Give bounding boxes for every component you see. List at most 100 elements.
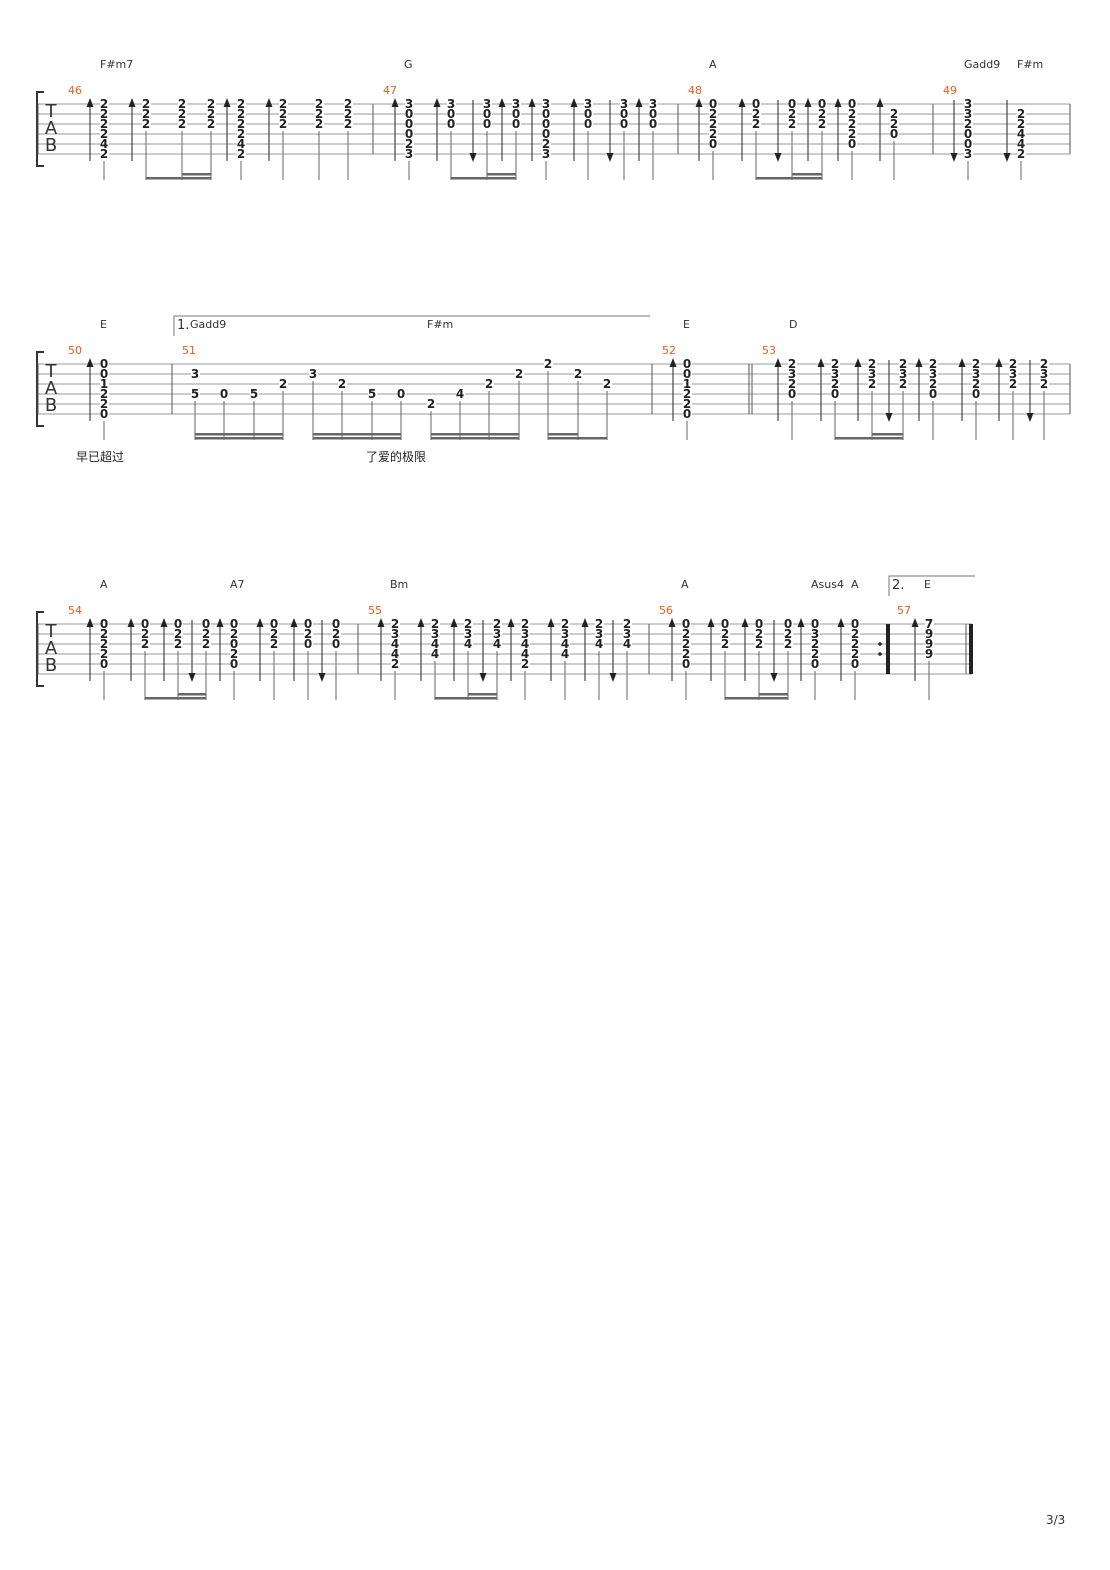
fret-number: 0 <box>752 97 760 111</box>
fret-number: 3 <box>447 97 455 111</box>
fret-number: 3 <box>811 627 819 641</box>
fret-number: 2 <box>899 357 907 371</box>
fret-bg <box>391 629 400 639</box>
fret-bg <box>100 119 109 129</box>
fret-bg <box>1017 139 1026 149</box>
lyric-text: 了爱的极限 <box>366 449 426 464</box>
fret-number: 2 <box>338 377 346 391</box>
fret-bg <box>447 109 456 119</box>
fret-bg <box>142 99 151 109</box>
fret-bg <box>831 369 840 379</box>
strum-down-arrowhead <box>950 153 958 162</box>
fret-number: 0 <box>848 97 856 111</box>
fret-number: 2 <box>100 397 108 411</box>
fret-bg <box>431 639 440 649</box>
tab-clef-letter: B <box>45 135 57 156</box>
fret-number: 2 <box>178 117 186 131</box>
beam-16th <box>872 433 903 436</box>
fret-bg <box>584 109 593 119</box>
strum-up-arrowhead <box>695 98 703 107</box>
fret-bg <box>755 639 764 649</box>
beam <box>725 697 788 700</box>
fret-bg <box>964 129 973 139</box>
fret-bg <box>752 109 761 119</box>
fret-bg <box>100 659 109 669</box>
fret-bg <box>784 619 793 629</box>
fret-bg <box>178 119 187 129</box>
fret-number: 0 <box>683 407 691 421</box>
fret-number: 2 <box>868 377 876 391</box>
fret-number: 2 <box>788 377 796 391</box>
fret-number: 3 <box>512 97 520 111</box>
fret-bg <box>100 639 109 649</box>
fret-bg <box>851 639 860 649</box>
fret-bg <box>752 119 761 129</box>
fret-bg <box>851 659 860 669</box>
fret-bg <box>230 639 239 649</box>
tab-clef-letter: A <box>45 118 58 139</box>
fret-number: 2 <box>1017 147 1025 161</box>
fret-bg <box>561 619 570 629</box>
fret-bg <box>1017 129 1026 139</box>
chord-name: A7 <box>230 578 245 591</box>
strum-up-arrowhead <box>528 98 536 107</box>
fret-number: 0 <box>405 107 413 121</box>
fret-number: 0 <box>220 387 228 401</box>
fret-bg <box>279 379 288 389</box>
fret-bg <box>929 379 938 389</box>
fret-bg <box>683 379 692 389</box>
chord-name: Bm <box>390 578 408 591</box>
fret-number: 3 <box>493 627 501 641</box>
fret-number: 0 <box>683 367 691 381</box>
fret-bg <box>237 149 246 159</box>
fret-bg <box>682 629 691 639</box>
fret-number: 1 <box>100 377 108 391</box>
fret-number: 0 <box>788 97 796 111</box>
fret-bg <box>391 639 400 649</box>
fret-bg <box>100 399 109 409</box>
fret-bg <box>1040 379 1049 389</box>
fret-number: 0 <box>649 117 657 131</box>
page-number: 3/3 <box>1046 1513 1066 1527</box>
beam-16th <box>487 173 516 176</box>
fret-bg <box>649 109 658 119</box>
fret-number: 2 <box>427 397 435 411</box>
strum-up-arrowhead <box>995 358 1003 367</box>
chord-name: Gadd9 <box>190 318 226 331</box>
fret-number: 2 <box>868 357 876 371</box>
fret-number: 2 <box>431 617 439 631</box>
strum-down-arrowhead <box>1026 413 1034 422</box>
fret-number: 2 <box>682 637 690 651</box>
fret-number: 2 <box>831 377 839 391</box>
fret-number: 2 <box>811 637 819 651</box>
fret-bg <box>788 369 797 379</box>
fret-number: 0 <box>100 367 108 381</box>
fret-bg <box>1009 379 1018 389</box>
fret-bg <box>851 619 860 629</box>
fret-number: 0 <box>709 137 717 151</box>
beam-16th <box>313 433 401 436</box>
tab-clef-letter: B <box>45 655 57 676</box>
fret-number: 0 <box>100 617 108 631</box>
fret-bg <box>100 389 109 399</box>
fret-bg <box>447 99 456 109</box>
fret-number: 2 <box>721 637 729 651</box>
fret-number: 2 <box>709 127 717 141</box>
fret-number: 3 <box>561 627 569 641</box>
fret-bg <box>391 659 400 669</box>
fret-bg <box>279 109 288 119</box>
fret-bg <box>542 109 551 119</box>
fret-bg <box>649 99 658 109</box>
fret-bg <box>100 139 109 149</box>
fret-bg <box>964 119 973 129</box>
fret-number: 2 <box>270 627 278 641</box>
fret-bg <box>237 139 246 149</box>
fret-bg <box>788 379 797 389</box>
fret-bg <box>964 139 973 149</box>
fret-number: 0 <box>405 127 413 141</box>
chord-name: A <box>100 578 108 591</box>
fret-bg <box>270 639 279 649</box>
fret-number: 0 <box>848 137 856 151</box>
fret-bg <box>100 109 109 119</box>
fret-number: 0 <box>620 107 628 121</box>
